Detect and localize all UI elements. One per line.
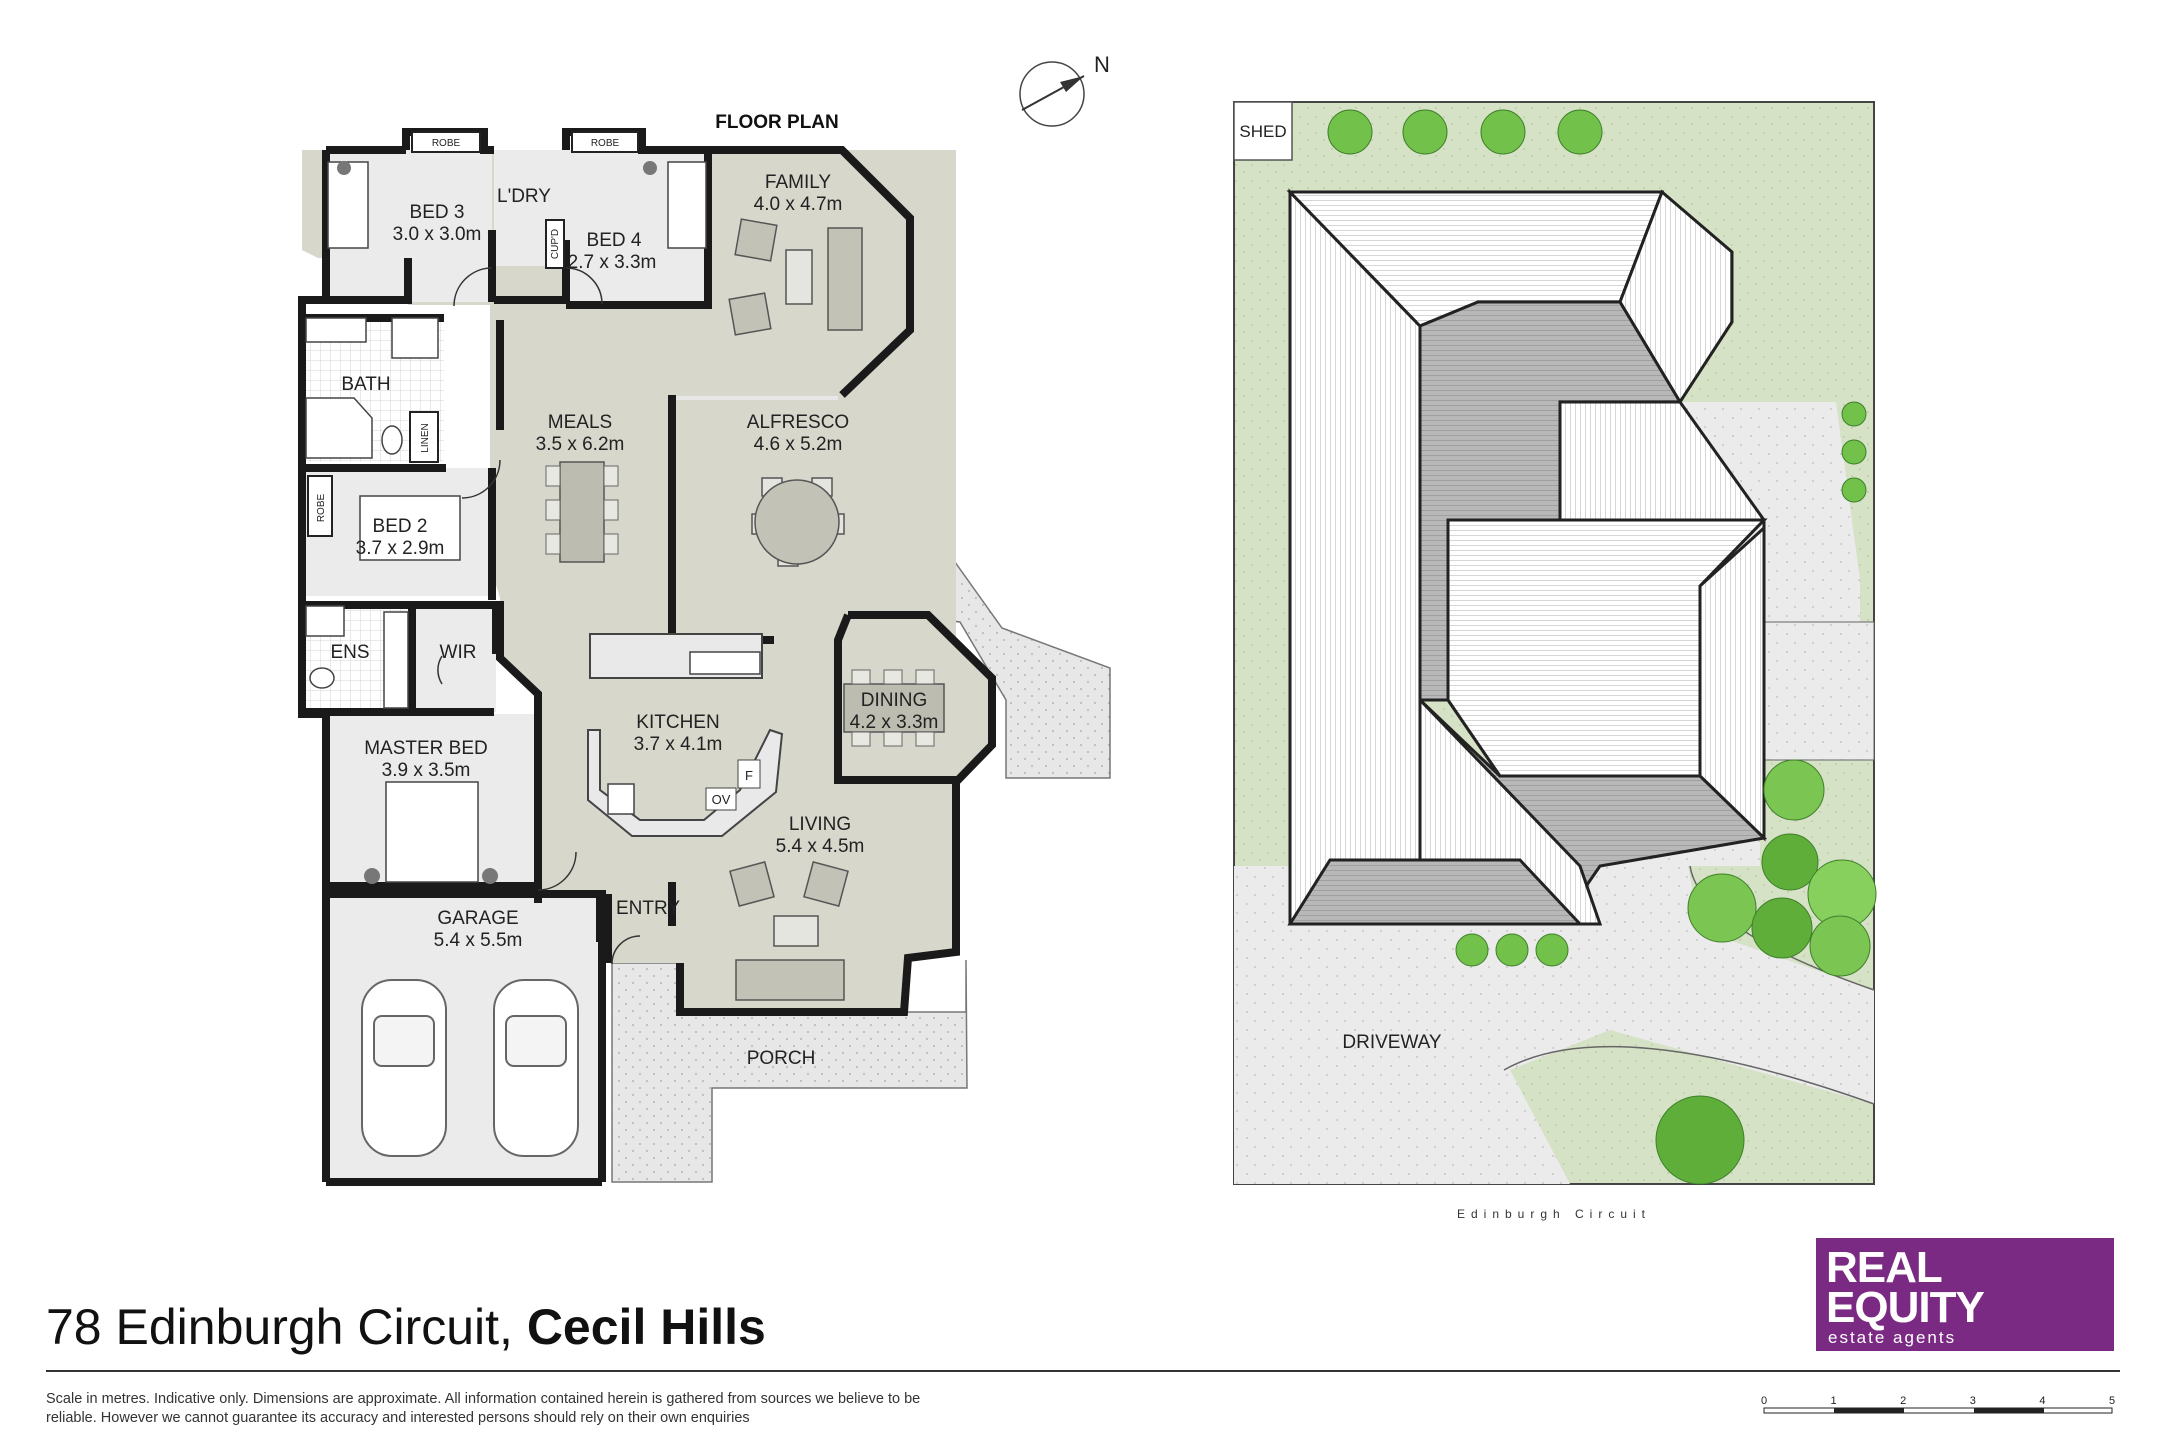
bath-name: BATH bbox=[341, 374, 390, 395]
floor-plan: ROBE ROBE CUP'D LINEN ROBE bbox=[298, 112, 1111, 1186]
shed bbox=[1233, 101, 1293, 161]
address-street: 78 Edinburgh Circuit, bbox=[46, 1299, 513, 1355]
oven-label: OV bbox=[712, 792, 731, 807]
ens-name: ENS bbox=[330, 642, 369, 663]
bed4-robe-label: ROBE bbox=[591, 138, 620, 149]
scale-tick-label: 5 bbox=[2109, 1395, 2115, 1407]
dining-table bbox=[843, 669, 945, 747]
kitchen-size: 3.7 x 4.1m bbox=[634, 734, 723, 755]
bed3-robe-label: ROBE bbox=[432, 138, 461, 149]
laundry-name: L'DRY bbox=[497, 186, 551, 207]
bed3-size: 3.0 x 3.0m bbox=[393, 224, 482, 245]
scale-tick-label: 0 bbox=[1761, 1395, 1767, 1407]
alfresco-table bbox=[751, 477, 845, 567]
family-furniture bbox=[728, 218, 863, 336]
scale-bar: 0 1 2 3 4 5 bbox=[1761, 1395, 2115, 1414]
room-labels: BED 3 3.0 x 3.0m L'DRY BED 4 2.7 x 3.3m … bbox=[330, 172, 938, 1069]
property-address: 78 Edinburgh Circuit, Cecil Hills bbox=[46, 1298, 766, 1356]
master-name: MASTER BED bbox=[364, 738, 488, 759]
furniture-beds bbox=[327, 161, 707, 883]
scale-tick-label: 1 bbox=[1831, 1395, 1837, 1407]
linen-label: LINEN bbox=[420, 423, 431, 452]
meals-table bbox=[545, 461, 619, 563]
logo-line2: EQUITY bbox=[1826, 1283, 1985, 1332]
bed3-name: BED 3 bbox=[410, 202, 465, 223]
closets: ROBE ROBE CUP'D LINEN ROBE bbox=[307, 131, 639, 537]
nightstands bbox=[337, 161, 657, 884]
porch-name: PORCH bbox=[747, 1048, 816, 1069]
driveway bbox=[1234, 866, 1874, 1184]
floor-plan-heading: FLOOR PLAN bbox=[715, 112, 839, 133]
kitchen-name: KITCHEN bbox=[636, 712, 719, 733]
roof bbox=[1286, 188, 1768, 926]
alfresco-size: 4.6 x 5.2m bbox=[754, 434, 843, 455]
bed2-name: BED 2 bbox=[373, 516, 428, 537]
shed-label: SHED bbox=[1239, 122, 1286, 141]
driveway-label: DRIVEWAY bbox=[1342, 1032, 1442, 1053]
garage-name: GARAGE bbox=[437, 908, 518, 929]
logo-line3: estate agents bbox=[1828, 1328, 1957, 1347]
dining-size: 4.2 x 3.3m bbox=[850, 712, 939, 733]
garage-size: 5.4 x 5.5m bbox=[434, 930, 523, 951]
footer-divider bbox=[46, 1370, 2120, 1372]
alfresco-name: ALFRESCO bbox=[747, 412, 849, 433]
family-bay bbox=[660, 150, 910, 395]
meals-size: 3.5 x 6.2m bbox=[536, 434, 625, 455]
bed2-robe-label: ROBE bbox=[316, 494, 327, 523]
garage-cars bbox=[361, 979, 579, 1157]
disclaimer-text: Scale in metres. Indicative only. Dimens… bbox=[46, 1391, 921, 1426]
living-name: LIVING bbox=[789, 814, 851, 835]
bed4-size: 2.7 x 3.3m bbox=[568, 252, 657, 273]
wir-room bbox=[412, 606, 496, 712]
alfresco-inner bbox=[676, 396, 838, 400]
side-path bbox=[1759, 621, 1875, 761]
agency-logo: REAL EQUITY estate agents bbox=[1816, 1238, 2114, 1351]
wir-name: WIR bbox=[440, 642, 477, 663]
living-size: 5.4 x 4.5m bbox=[776, 836, 865, 857]
bed2-size: 3.7 x 2.9m bbox=[356, 538, 445, 559]
living-furniture bbox=[729, 861, 849, 1001]
bath-fixtures bbox=[305, 317, 439, 709]
logo-line1: REAL bbox=[1826, 1243, 1943, 1292]
dining-name: DINING bbox=[861, 690, 928, 711]
kitchen-bench: OV F bbox=[587, 633, 784, 837]
site-plan: SHED DRIVEWAY bbox=[1233, 101, 1877, 1221]
scale-tick-label: 3 bbox=[1970, 1395, 1976, 1407]
walls bbox=[298, 128, 996, 1186]
scale-tick-label: 4 bbox=[2039, 1395, 2045, 1407]
compass: N bbox=[1019, 52, 1110, 127]
street-label: Edinburgh Circuit bbox=[1457, 1207, 1651, 1221]
fridge-label: F bbox=[745, 768, 753, 783]
address-suburb: Cecil Hills bbox=[526, 1299, 766, 1355]
compass-north-label: N bbox=[1094, 52, 1110, 77]
bed4-name: BED 4 bbox=[587, 230, 642, 251]
family-name: FAMILY bbox=[765, 172, 831, 193]
trees bbox=[1327, 109, 1877, 1185]
master-size: 3.9 x 3.5m bbox=[382, 760, 471, 781]
family-size: 4.0 x 4.7m bbox=[754, 194, 843, 215]
scale-tick-label: 2 bbox=[1900, 1395, 1906, 1407]
meals-name: MEALS bbox=[548, 412, 612, 433]
entry-name: ENTRY bbox=[616, 898, 680, 919]
cupboard-label: CUP'D bbox=[550, 229, 561, 259]
